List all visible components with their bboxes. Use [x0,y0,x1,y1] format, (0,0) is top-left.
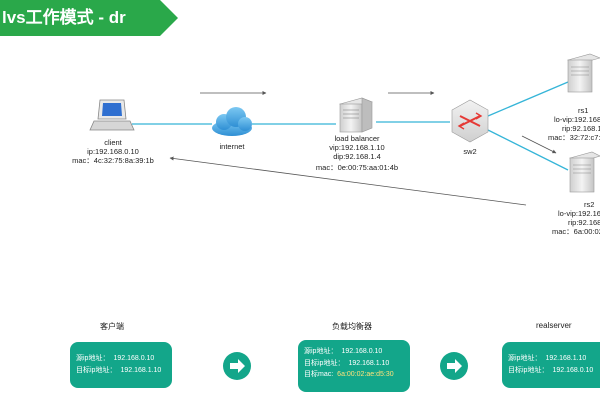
rs1-server-icon [567,53,600,93]
rs1-rip: rip:92.168.1 [562,124,600,133]
row-label: 源ip地址： [304,348,338,355]
flow-arrow-rs2-to-client [169,156,527,206]
switch-label-block: sw2 [455,147,485,156]
client-info-box: 源ip地址：192.168.0.10 目标ip地址：192.168.1.10 [70,342,172,388]
info-row: 源ip地址：192.168.0.10 [76,353,166,365]
row-label: 目标ip地址： [508,366,549,374]
info-row: 源ip地址：192.168.1.10 [508,353,594,365]
internet-name: internet [219,142,245,151]
info-row: 目标ip地址：192.168.1.10 [76,365,166,377]
rs1-name: rs1 [578,106,589,115]
lb-name: load balancer [334,134,380,143]
cloud-icon [212,107,252,136]
row-label: 源ip地址： [508,355,542,362]
section-title-client: 客户端 [100,322,124,331]
page-title: lvs工作模式 - dr [2,8,126,27]
lb-mac: mac：0e:00:75:aa:01:4b [315,163,399,172]
row-value: 192.168.0.10 [341,348,383,355]
server-icon [339,97,373,133]
lb-info-box: 源ip地址：192.168.0.10 目标ip地址：192.168.1.10 目… [298,340,410,392]
info-row: 目标mac:6a:00:02:ae:d5:30 [304,369,404,381]
row-value: 192.168.1.10 [348,359,390,367]
switch-name: sw2 [463,147,477,156]
switch-icon [451,99,489,143]
section-title-lb: 负载均衡器 [332,322,372,331]
link-switch-rs2 [487,129,569,171]
section-title-realserver: realserver [536,321,572,330]
rs1-label-block: rs1 lo-vip:192.168. rip:92.168.1 mac：32:… [548,106,600,142]
row-label: 源ip地址： [76,355,110,362]
info-row: 目标ip地址：192.168.0.10 [508,365,594,377]
row-value: 192.168.1.10 [545,355,587,362]
internet-label-block: internet [212,142,252,151]
flow-arrow-icon-2 [440,352,468,380]
lb-dip: dip:92.168.1.4 [333,152,381,161]
rs2-mac: mac：6a:00:02 [552,227,600,236]
lb-label-block: load balancer vip:192.168.1.10 dip:92.16… [302,134,412,172]
row-value: 6a:00:02:ae:d5:30 [337,371,394,378]
flow-arrow-icon-1 [223,352,251,380]
info-row: 源ip地址：192.168.0.10 [304,346,404,358]
rs1-lo-vip: lo-vip:192.168. [554,115,600,124]
info-row: 目标ip地址：192.168.1.10 [304,358,404,370]
link-switch-rs1 [487,81,569,117]
client-name: client [104,138,122,147]
client-ip: ip:192.168.0.10 [87,147,139,156]
row-value: 192.168.0.10 [552,366,594,374]
client-mac: mac：4c:32:75:8a:39:1b [72,156,154,165]
row-label: 目标mac: [304,371,334,378]
flow-arrow-switch-to-rs2 [521,135,557,154]
row-value: 192.168.0.10 [113,355,155,362]
rs2-name: rs2 [584,200,595,209]
rs2-label-block: rs2 lo-vip:192.16 rip:92.168 mac：6a:00:0… [548,200,600,236]
title-banner: lvs工作模式 - dr [0,0,178,36]
row-value: 192.168.1.10 [120,366,162,374]
rs1-mac: mac：32:72:c7: [548,133,600,142]
row-label: 目标ip地址： [304,359,345,367]
lb-vip: vip:192.168.1.10 [329,143,385,152]
realserver-info-box: 源ip地址：192.168.1.10 目标ip地址：192.168.0.10 [502,342,600,388]
rs2-rip: rip:92.168 [568,218,600,227]
client-label-block: client ip:192.168.0.10 mac：4c:32:75:8a:3… [60,138,166,165]
row-label: 目标ip地址： [76,366,117,374]
rs2-server-icon [569,151,600,193]
laptop-icon [89,99,135,131]
rs2-lo-vip: lo-vip:192.16 [558,209,600,218]
